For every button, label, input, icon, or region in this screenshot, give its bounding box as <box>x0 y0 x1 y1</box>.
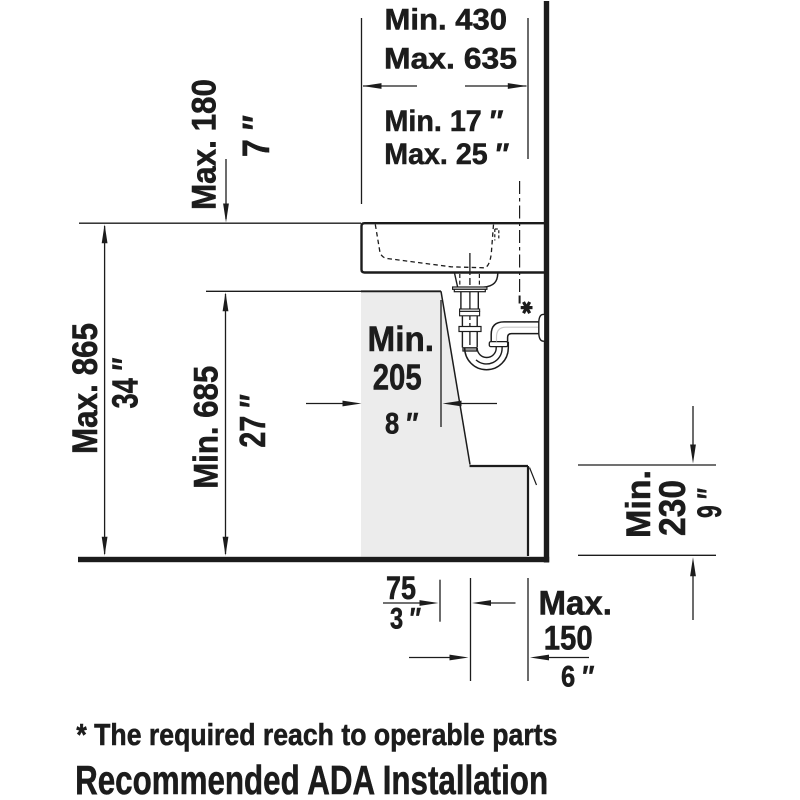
svg-text:* The required reach to operab: * The required reach to operable parts <box>76 717 557 752</box>
svg-text:Min. 430: Min. 430 <box>385 4 508 37</box>
svg-text:Max. 180: Max. 180 <box>186 79 224 210</box>
svg-text:Max. 865: Max. 865 <box>66 323 105 454</box>
svg-text:6 ″: 6 ″ <box>561 661 595 694</box>
svg-text:Max. 635: Max. 635 <box>384 42 517 75</box>
svg-text:Min.: Min. <box>368 320 435 359</box>
svg-text:27 ″: 27 ″ <box>232 394 273 448</box>
svg-text:3 ″: 3 ″ <box>390 603 421 636</box>
svg-text:Min. 17 ″: Min. 17 ″ <box>385 105 504 138</box>
svg-text:Max. 25 ″: Max. 25 ″ <box>384 138 509 171</box>
svg-text:Max.: Max. <box>539 585 613 623</box>
svg-text:8 ″: 8 ″ <box>385 408 419 441</box>
svg-text:150: 150 <box>544 620 593 658</box>
svg-text:230: 230 <box>652 480 693 536</box>
svg-text:205: 205 <box>373 357 422 398</box>
svg-text:Recommended ADA Installation: Recommended ADA Installation <box>75 757 548 800</box>
svg-text:34 ″: 34 ″ <box>105 358 146 409</box>
svg-text:9 ″: 9 ″ <box>691 488 729 518</box>
svg-text:Min. 685: Min. 685 <box>188 366 226 489</box>
svg-text:7 ″: 7 ″ <box>236 115 278 157</box>
svg-text:75: 75 <box>386 570 416 606</box>
svg-text:Min.: Min. <box>620 470 658 538</box>
